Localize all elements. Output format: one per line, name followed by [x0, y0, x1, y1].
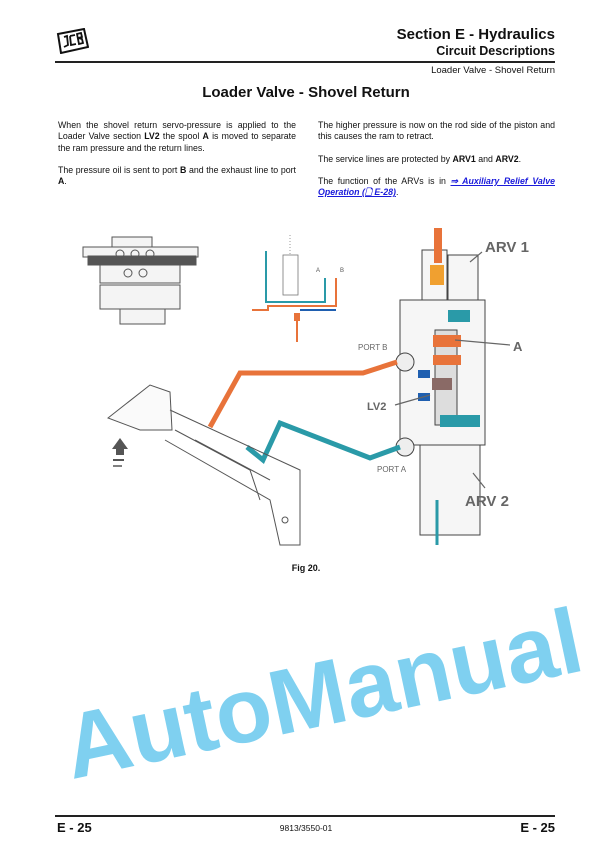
- text: The function of the ARVs is in: [318, 175, 451, 186]
- return-line: [245, 419, 401, 464]
- page-title: Loader Valve - Shovel Return: [202, 84, 410, 101]
- valve-overview-drawing: [82, 236, 199, 325]
- paragraph: The higher pressure is now on the rod si…: [318, 120, 555, 142]
- paragraph: The function of the ARVs is in ⇒ Auxilia…: [318, 176, 555, 199]
- pressure-line: [207, 359, 398, 429]
- text-bold: ARV2: [495, 153, 519, 164]
- label-port-b: PORT B: [358, 343, 388, 352]
- hydraulic-schematic: A B: [252, 235, 344, 342]
- text: The pressure oil is sent to port: [58, 164, 180, 175]
- text: When the shovel return servo-pressure is…: [58, 120, 296, 142]
- text-bold: A: [202, 131, 209, 142]
- header-divider: [55, 61, 555, 63]
- page-number-left: E - 25: [57, 820, 92, 835]
- left-column: When the shovel return servo-pressure is…: [58, 120, 296, 198]
- text: and: [475, 153, 496, 164]
- right-column: The higher pressure is now on the rod si…: [318, 120, 555, 209]
- text: .: [518, 153, 522, 164]
- section-subtitle: Circuit Descriptions: [436, 44, 555, 58]
- label-arv1: ARV 1: [485, 239, 529, 256]
- footer-divider: [55, 815, 555, 817]
- jcb-logo: [55, 27, 90, 59]
- text: .: [395, 187, 399, 198]
- page-number-right: E - 25: [520, 820, 555, 835]
- loader-arm-drawing: [106, 384, 301, 546]
- paragraph: The service lines are protected by ARV1 …: [318, 154, 555, 165]
- label-spool-a: A: [513, 339, 523, 354]
- section-title: Section E - Hydraulics: [396, 26, 555, 43]
- label-port-a: PORT A: [377, 465, 407, 474]
- label-arv2: ARV 2: [465, 493, 509, 510]
- text-bold: B: [180, 164, 187, 175]
- text: and the exhaust line to port: [186, 164, 296, 175]
- text-bold: ARV1: [452, 153, 476, 164]
- figure-illustration: A B: [60, 220, 560, 565]
- figure-caption: Fig 20.: [291, 563, 321, 573]
- paragraph: When the shovel return servo-pressure is…: [58, 120, 296, 154]
- document-number: 9813/3550-01: [279, 823, 333, 833]
- text: The service lines are protected by: [318, 153, 453, 164]
- loader-valve-section: [395, 228, 486, 545]
- text: .: [64, 176, 67, 187]
- text: the spool: [159, 131, 203, 142]
- auxiliary-relief-valve-link[interactable]: ⇒ Auxiliary Relief Valve Operation (🗋 E-…: [318, 175, 555, 198]
- schematic-label-a: A: [316, 268, 320, 274]
- up-arrow-icon: [112, 438, 128, 467]
- text-bold: LV2: [144, 131, 160, 142]
- paragraph: The pressure oil is sent to port B and t…: [58, 165, 296, 188]
- breadcrumb: Loader Valve - Shovel Return: [431, 65, 555, 76]
- text-bold: A: [58, 176, 65, 187]
- watermark: AutoManual: [54, 589, 591, 799]
- schematic-label-b: B: [340, 268, 344, 274]
- label-lv2: LV2: [367, 401, 386, 413]
- text: is moved to separate the ram pressure an…: [58, 131, 296, 153]
